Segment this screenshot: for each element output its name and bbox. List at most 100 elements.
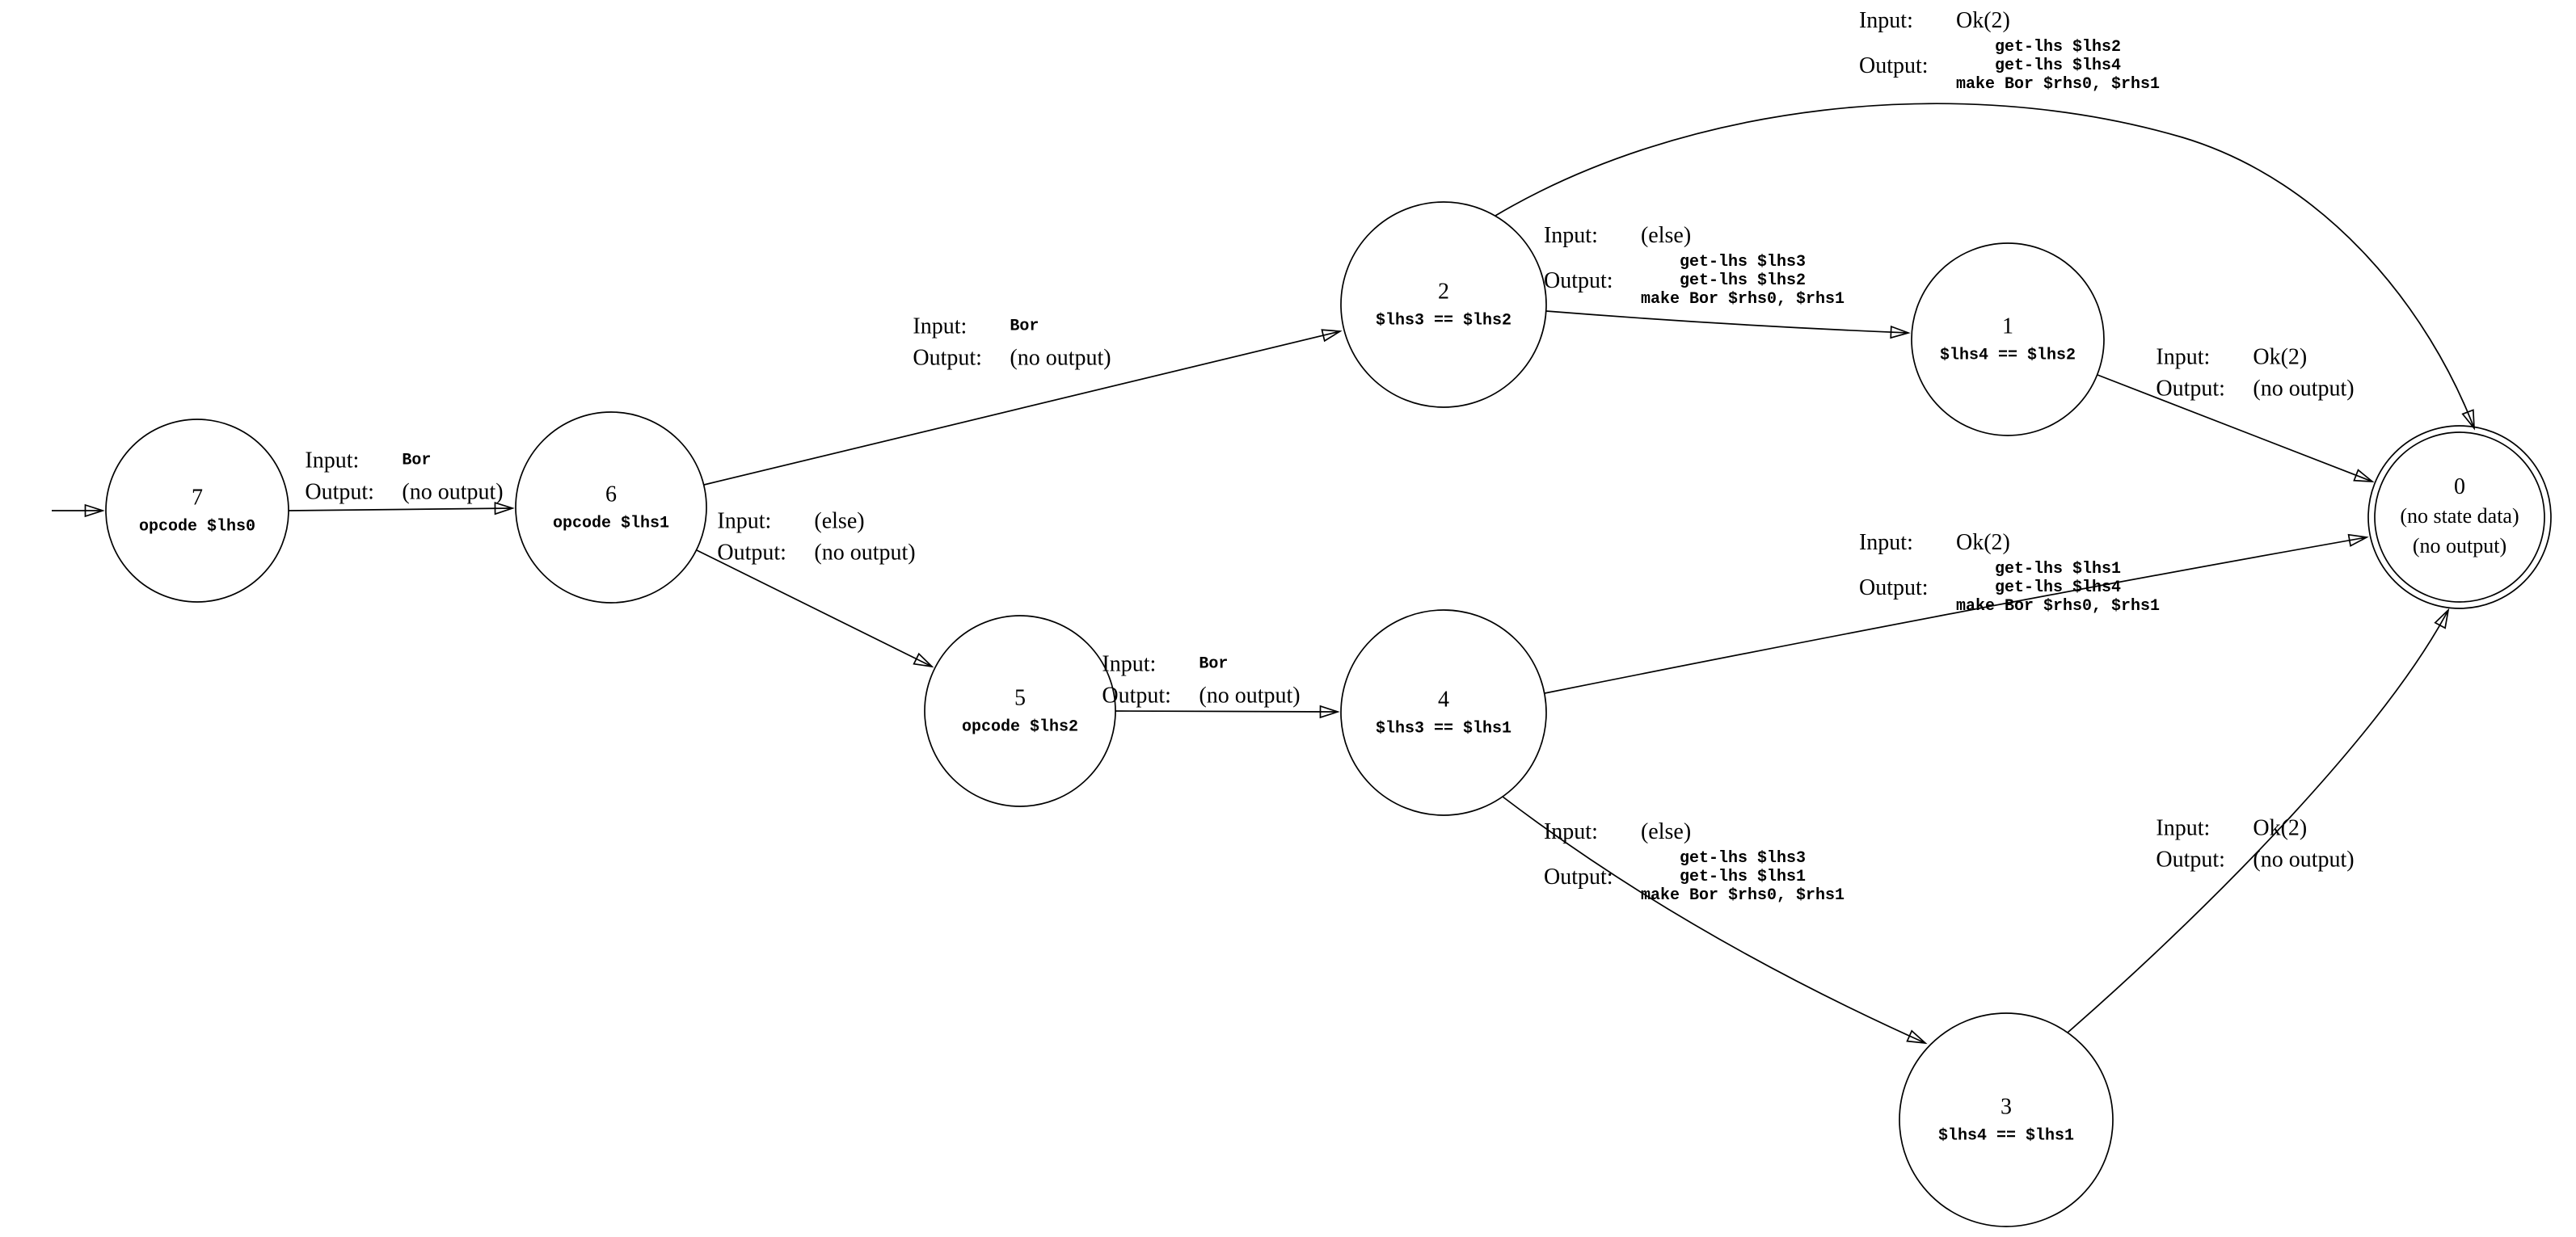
edge-2-1: [1545, 310, 1911, 339]
output-row: Output: (no output): [2156, 375, 2354, 404]
edge-label-2-1: Input: (else) Output: get-lhs $lhs3 get-…: [1544, 219, 1845, 311]
output-value: get-lhs $lhs3 get-lhs $lhs2 make Bor $rh…: [1640, 253, 1845, 309]
state-3-label: 3 $lhs4 == $lhs1: [1938, 1094, 2074, 1147]
edge-4-0: [1544, 533, 2369, 694]
edge-label-5-4: Input: Bor Output: (no output): [1102, 648, 1300, 713]
output-label: Output:: [1102, 683, 1171, 709]
output-row: Output: (no output): [717, 539, 915, 568]
input-row: Input: Ok(2): [1859, 528, 2160, 557]
input-row: Input: Ok(2): [2156, 814, 2354, 844]
state-6-code: opcode $lhs1: [552, 514, 670, 533]
state-1-circle: [1911, 242, 2105, 436]
state-2-circle: [1340, 201, 1547, 408]
state-5-label: 5 opcode $lhs2: [962, 685, 1078, 738]
input-value: Ok(2): [1955, 530, 2010, 555]
input-label: Input:: [2156, 344, 2211, 370]
edge-label-7-6: Input: Bor Output: (no output): [305, 444, 503, 510]
state-1-id: 1: [2002, 313, 2013, 339]
input-row: Input: (else): [1544, 221, 1845, 250]
output-value: (no output): [814, 540, 916, 566]
input-value: (else): [814, 508, 865, 534]
input-row: Input: (else): [1544, 818, 1845, 847]
input-row: Input: Bor: [1102, 650, 1300, 680]
edge-6-5: [696, 549, 934, 668]
state-2-code: $lhs3 == $lhs2: [1375, 311, 1512, 330]
output-value: get-lhs $lhs1 get-lhs $lhs4 make Bor $rh…: [1955, 560, 2161, 616]
state-6-label: 6 opcode $lhs1: [553, 482, 669, 534]
state-7-id: 7: [192, 485, 203, 511]
state-4-id: 4: [1438, 687, 1449, 713]
input-row: Input: Bor: [305, 447, 503, 476]
state-0-circle-inner: [2374, 431, 2545, 603]
edge-label-6-5: Input: (else) Output: (no output): [717, 505, 915, 570]
state-0-circle-outer: [2367, 425, 2552, 609]
state-3-id: 3: [2001, 1094, 2012, 1120]
state-0-label: 0 (no state data) (no output): [2400, 473, 2519, 561]
state-6-id: 6: [605, 482, 617, 507]
state-4-circle: [1340, 609, 1547, 816]
state-2-id: 2: [1438, 279, 1449, 305]
edge-label-2-0: Input: Ok(2) Output: get-lhs $lhs2 get-l…: [1859, 4, 2160, 96]
state-1-label: 1 $lhs4 == $lhs2: [1940, 313, 2076, 366]
input-value: Ok(2): [2253, 815, 2308, 841]
edge-label-1-0: Input: Ok(2) Output: (no output): [2156, 341, 2354, 406]
state-6-circle: [515, 411, 707, 604]
input-row: Input: Bor: [913, 313, 1111, 342]
output-row: Output: get-lhs $lhs2 get-lhs $lhs4 make…: [1859, 38, 2160, 94]
output-label: Output:: [1543, 864, 1613, 890]
state-0-line1: (no state data): [2400, 504, 2519, 528]
input-value: Bor: [1199, 654, 1229, 674]
input-value: (else): [1640, 819, 1692, 844]
state-0-line2: (no output): [2412, 534, 2507, 557]
edge-5-4: [1115, 705, 1340, 719]
output-value: (no output): [1010, 345, 1111, 371]
input-row: Input: (else): [717, 507, 915, 536]
input-label: Input:: [913, 313, 968, 339]
output-value: (no output): [1199, 683, 1301, 709]
edge-2-0: [1495, 103, 2475, 431]
input-label: Input:: [1543, 223, 1598, 248]
edge-label-4-3: Input: (else) Output: get-lhs $lhs3 get-…: [1544, 815, 1845, 907]
edge-3-0: [2067, 608, 2450, 1033]
output-row: Output: get-lhs $lhs1 get-lhs $lhs4 make…: [1859, 560, 2160, 616]
input-label: Input:: [1102, 651, 1157, 677]
state-1-code: $lhs4 == $lhs2: [1939, 346, 2076, 365]
state-4-label: 4 $lhs3 == $lhs1: [1376, 687, 1511, 739]
output-row: Output: (no output): [913, 344, 1111, 373]
input-row: Input: Ok(2): [1859, 6, 2160, 36]
input-value: Ok(2): [2253, 344, 2308, 370]
output-label: Output:: [1858, 574, 1929, 600]
output-value: (no output): [402, 479, 504, 505]
output-row: Output: get-lhs $lhs3 get-lhs $lhs1 make…: [1544, 849, 1845, 905]
state-3-code: $lhs4 == $lhs1: [1937, 1126, 2075, 1146]
output-row: Output: (no output): [1102, 682, 1300, 711]
state-7-label: 7 opcode $lhs0: [139, 485, 255, 537]
output-label: Output:: [913, 345, 982, 371]
output-label: Output:: [1858, 53, 1929, 78]
edge-label-3-0: Input: Ok(2) Output: (no output): [2156, 812, 2354, 877]
state-5-code: opcode $lhs2: [961, 717, 1079, 737]
input-label: Input:: [1543, 819, 1598, 844]
input-value: (else): [1640, 223, 1692, 248]
output-label: Output:: [2156, 847, 2225, 873]
output-label: Output:: [1543, 267, 1613, 293]
edge-6-2: [703, 329, 1343, 486]
output-row: Output: (no output): [305, 478, 503, 507]
output-row: Output: get-lhs $lhs3 get-lhs $lhs2 make…: [1544, 253, 1845, 309]
output-label: Output:: [305, 479, 374, 505]
input-value: Ok(2): [1955, 8, 2010, 33]
input-row: Input: Ok(2): [2156, 343, 2354, 372]
input-label: Input:: [1858, 8, 1913, 33]
output-label: Output:: [717, 540, 786, 566]
input-value: Bor: [402, 451, 432, 470]
edge-1-0: [2097, 374, 2375, 482]
output-label: Output:: [2156, 376, 2225, 402]
output-row: Output: (no output): [2156, 846, 2354, 875]
edge-label-4-0: Input: Ok(2) Output: get-lhs $lhs1 get-l…: [1859, 526, 2160, 618]
state-0-id: 0: [2453, 474, 2465, 499]
edge-4-3: [1502, 796, 1928, 1045]
edge-7-6: [288, 502, 515, 515]
edge-label-6-2: Input: Bor Output: (no output): [913, 310, 1111, 376]
